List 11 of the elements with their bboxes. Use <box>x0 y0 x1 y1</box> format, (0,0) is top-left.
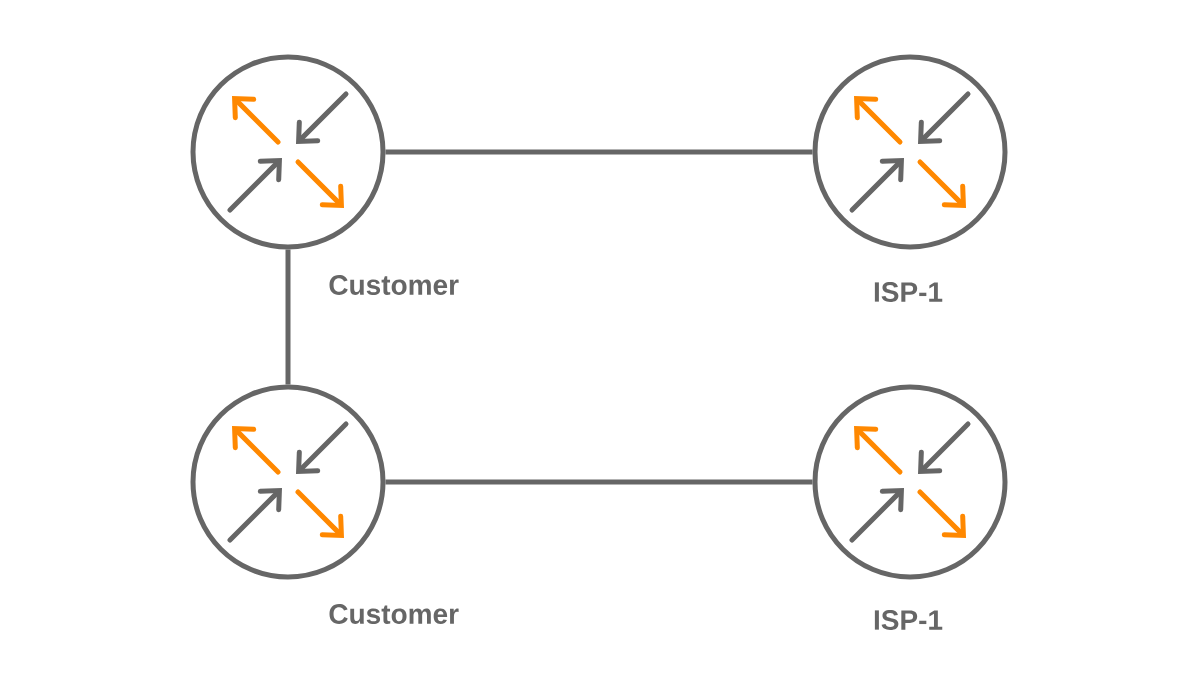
node-label: Customer <box>329 275 459 295</box>
node-label: Customer <box>329 604 459 624</box>
node-label: ISP-1 <box>874 282 943 302</box>
connector-line <box>385 479 813 485</box>
router-drawing <box>190 54 386 250</box>
connector-line <box>385 149 813 155</box>
connector-line <box>285 249 291 385</box>
router-drawing <box>812 54 1008 250</box>
router-drawing <box>190 384 386 580</box>
router-drawing <box>812 384 1008 580</box>
node-label: ISP-1 <box>874 610 943 630</box>
